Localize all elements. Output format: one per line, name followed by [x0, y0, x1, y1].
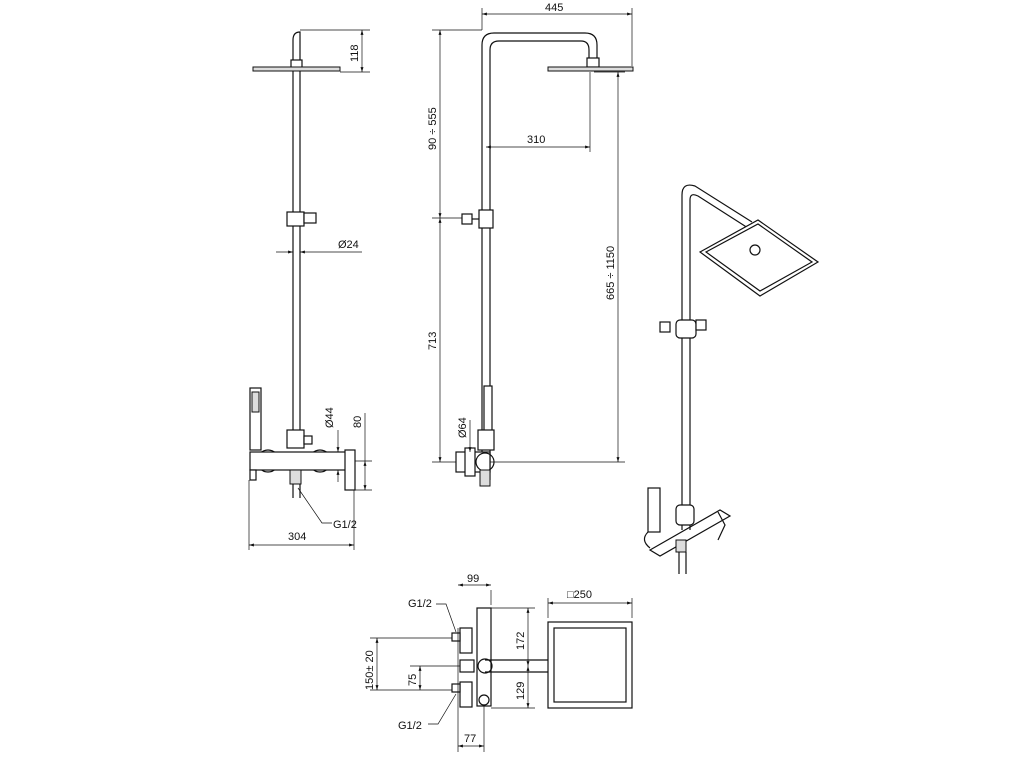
dim-outlet-height: 80 — [352, 416, 364, 428]
dim-centers: 150± 20 — [364, 650, 376, 690]
dim-bottom-height: 129 — [515, 682, 527, 700]
dim-body-diameter: Ø44 — [324, 407, 336, 428]
label-connection: G1/2 — [333, 519, 357, 531]
label-inlet-top: G1/2 — [408, 598, 432, 610]
dim-min-depth: 77 — [464, 733, 476, 745]
dim-head-height-range: 665 ÷ 1150 — [605, 246, 617, 300]
dim-head-size: □250 — [567, 589, 592, 601]
dim-depth: 99 — [467, 573, 479, 585]
dim-head-offset: 310 — [527, 134, 545, 146]
dim-offset: 75 — [407, 674, 419, 686]
plan-view: 99 □250 172 129 150± 20 75 G1/2 G1/2 77 — [364, 573, 633, 752]
dim-head-height: 118 — [349, 44, 361, 62]
label-inlet-bottom: G1/2 — [398, 720, 422, 732]
dim-head-adjust: 90 ÷ 555 — [427, 107, 439, 150]
dim-width: 304 — [288, 531, 306, 543]
dim-pipe-diameter: Ø24 — [338, 239, 359, 251]
isometric-view — [643, 184, 820, 574]
dim-top-height: 172 — [515, 632, 527, 650]
front-view: 445 90 ÷ 555 713 310 665 ÷ 1150 Ø64 — [427, 2, 634, 487]
side-view: 118 Ø24 Ø44 80 G1/2 304 — [248, 29, 372, 550]
dim-slider-height: 713 — [427, 332, 439, 350]
dim-body-diameter-front: Ø64 — [457, 417, 469, 438]
dim-arm-length: 445 — [545, 2, 563, 14]
